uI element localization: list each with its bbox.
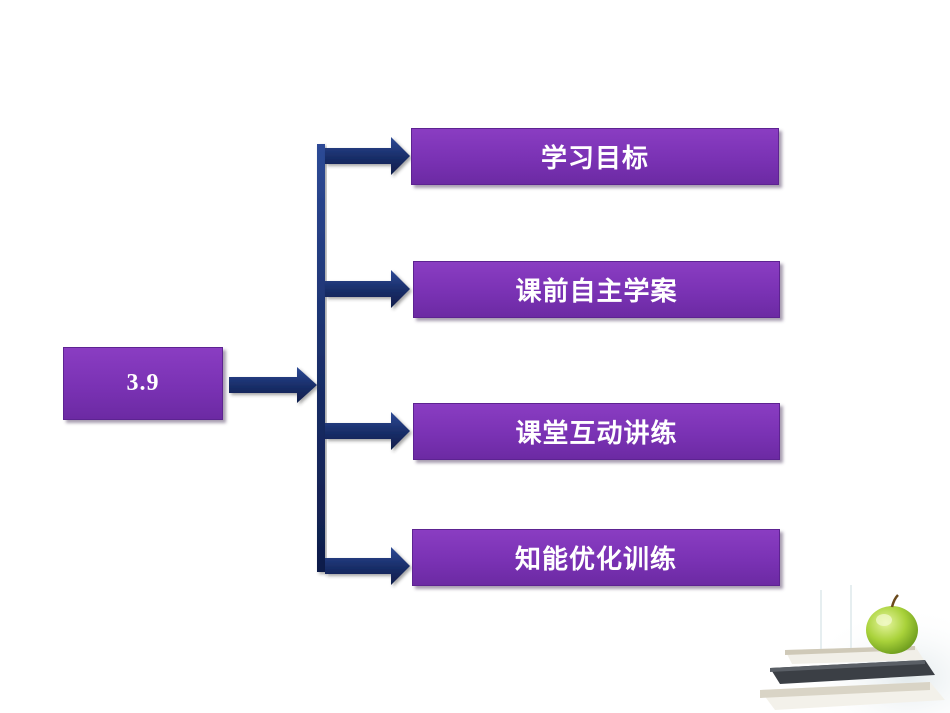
- menu-item-knowledge-training[interactable]: 知能优化训练: [412, 529, 780, 586]
- arrow-item-1: [325, 137, 410, 175]
- menu-item-classroom-practice[interactable]: 课堂互动讲练: [413, 403, 780, 460]
- menu-item-label: 课前自主学案: [515, 277, 678, 307]
- apple-icon: [866, 594, 918, 654]
- arrow-item-4: [325, 547, 410, 585]
- arrow-item-3: [325, 412, 410, 450]
- books-icon: [760, 646, 945, 710]
- menu-item-label: 课堂互动讲练: [515, 419, 678, 449]
- menu-item-label: 学习目标: [540, 144, 649, 174]
- arrow-item-2: [325, 270, 410, 308]
- menu-item-preclass-study[interactable]: 课前自主学案: [413, 261, 780, 318]
- section-number-label: 3.9: [126, 370, 160, 396]
- menu-item-learning-objectives[interactable]: 学习目标: [411, 128, 779, 185]
- menu-item-label: 知能优化训练: [514, 545, 677, 575]
- arrow-start: [229, 367, 317, 403]
- section-number-box[interactable]: 3.9: [63, 347, 223, 420]
- connector-spine: [317, 144, 325, 572]
